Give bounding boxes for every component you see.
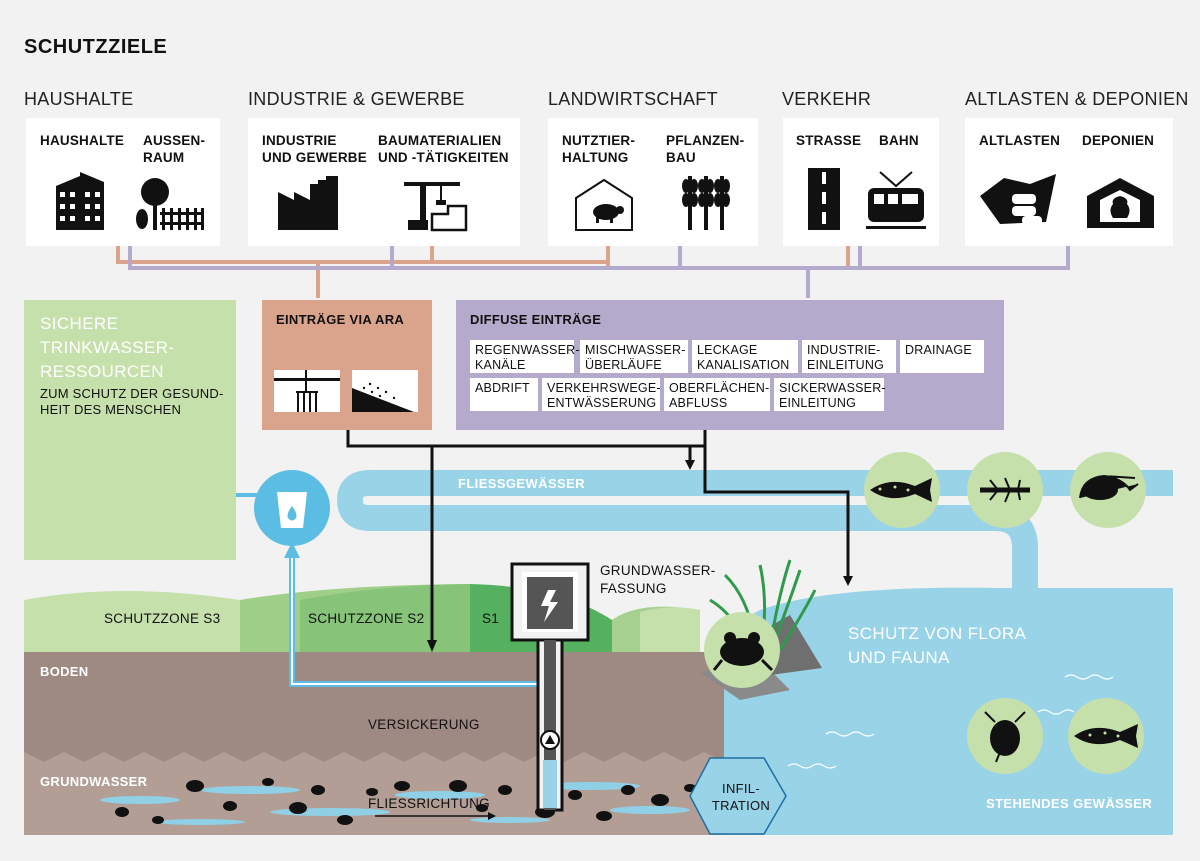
well-label: GRUNDWASSER- FASSUNG xyxy=(600,563,716,596)
drinking-water-subtitle: ZUM SCHUTZ DER GESUND- HEIT DES MENSCHEN xyxy=(40,386,224,417)
item-altlasten: ALTLASTEN xyxy=(979,133,1061,148)
tree-fence-icon xyxy=(136,178,204,230)
category-verkehr: VERKEHR xyxy=(782,89,872,109)
lake-label: STEHENDES GEWÄSSER xyxy=(986,796,1153,811)
water-glass-icon xyxy=(254,470,330,546)
chip-mischwasser: MISCHWASSER- ÜBERLÄUFE xyxy=(580,340,688,373)
well-structure xyxy=(510,562,590,812)
chip-verkehrswege: VERKEHRSWEGE- ENTWÄSSERUNG xyxy=(542,378,661,411)
frog-icon xyxy=(720,638,764,666)
drinking-water-box xyxy=(24,300,236,560)
barn-pig-icon xyxy=(575,178,633,231)
groundwater-label: GRUNDWASSER xyxy=(40,774,148,789)
source-icons xyxy=(56,168,1154,232)
zone-s1-label: S1 xyxy=(482,611,500,626)
river-label: FLIESSGEWÄSSER xyxy=(458,476,585,491)
hill-s3 xyxy=(24,591,310,652)
building-icon xyxy=(56,172,104,230)
deponie-icon xyxy=(1087,178,1154,228)
infiltration-label: INFIL- TRATION xyxy=(711,781,771,813)
ara-title: EINTRÄGE VIA ARA xyxy=(276,312,405,327)
infiltration-hex xyxy=(689,757,787,835)
item-bahn: BAHN xyxy=(879,133,919,148)
category-haushalte: HAUSHALTE xyxy=(24,89,134,109)
item-haushalte: HAUSHALTE xyxy=(40,133,125,148)
groundwater-streaks xyxy=(100,782,690,825)
landfill-icon xyxy=(980,174,1056,225)
road-icon xyxy=(808,168,840,230)
category-industrie: INDUSTRIE & GEWERBE xyxy=(248,89,465,109)
category-landwirtschaft: LANDWIRTSCHAFT xyxy=(548,89,718,109)
chip-drainage: DRAINAGE xyxy=(900,340,984,373)
soil-layer xyxy=(24,652,724,764)
zone-s3-label: SCHUTZZONE S3 xyxy=(104,611,221,626)
seepage-label: VERSICKERUNG xyxy=(368,717,480,732)
chip-abdrift: ABDRIFT xyxy=(470,378,538,411)
fish-icon xyxy=(870,478,932,502)
lake xyxy=(723,587,1173,835)
water-flea-icon xyxy=(990,720,1020,756)
item-nutztierhaltung: NUTZTIER- HALTUNG xyxy=(562,133,636,165)
item-pflanzenbau: PFLANZEN- BAU xyxy=(666,133,745,165)
item-strasse: STRASSE xyxy=(796,133,862,148)
wheat-icon xyxy=(682,176,730,230)
crane-icon xyxy=(404,182,468,232)
item-aussenraum: AUSSEN- RAUM xyxy=(143,133,206,165)
chip-industrie-einleitung: INDUSTRIE- EINLEITUNG xyxy=(802,340,896,373)
gravel-stones xyxy=(115,778,696,825)
diffuse-title: DIFFUSE EINTRÄGE xyxy=(470,312,602,327)
emission-lines xyxy=(346,430,850,640)
chip-leckage: LECKAGE KANALISATION xyxy=(692,340,798,373)
zone-s2-label: SCHUTZZONE S2 xyxy=(308,611,425,626)
soil-label: BODEN xyxy=(40,664,89,679)
train-icon xyxy=(866,171,926,229)
treatment-tank-icon xyxy=(274,370,418,412)
item-baumaterialien: BAUMATERIALIEN UND -TÄTIGKEITEN xyxy=(378,133,509,165)
factory-icon xyxy=(278,176,338,230)
flow-direction-label: FLIESSRICHTUNG xyxy=(368,796,490,811)
river xyxy=(336,470,1173,600)
lake-title: SCHUTZ VON FLORA UND FAUNA xyxy=(848,624,1027,667)
lake-waves xyxy=(787,674,1114,769)
page-title: SCHUTZZIELE xyxy=(24,36,168,58)
item-deponien: DEPONIEN xyxy=(1082,133,1155,148)
source-connectors xyxy=(116,246,1070,298)
chip-sickerwasser: SICKERWASSER- EINLEITUNG xyxy=(774,378,886,411)
chip-regenwasser: REGENWASSER- KANÄLE xyxy=(470,340,580,373)
chip-oberflaechen: OBERFLÄCHEN- ABFLUSS xyxy=(664,378,770,411)
drinking-water-title: SICHERE TRINKWASSER- RESSOURCEN xyxy=(40,314,175,381)
category-altlasten: ALTLASTEN & DEPONIEN xyxy=(965,89,1189,109)
item-industrie-gewerbe: INDUSTRIE UND GEWERBE xyxy=(262,133,367,165)
